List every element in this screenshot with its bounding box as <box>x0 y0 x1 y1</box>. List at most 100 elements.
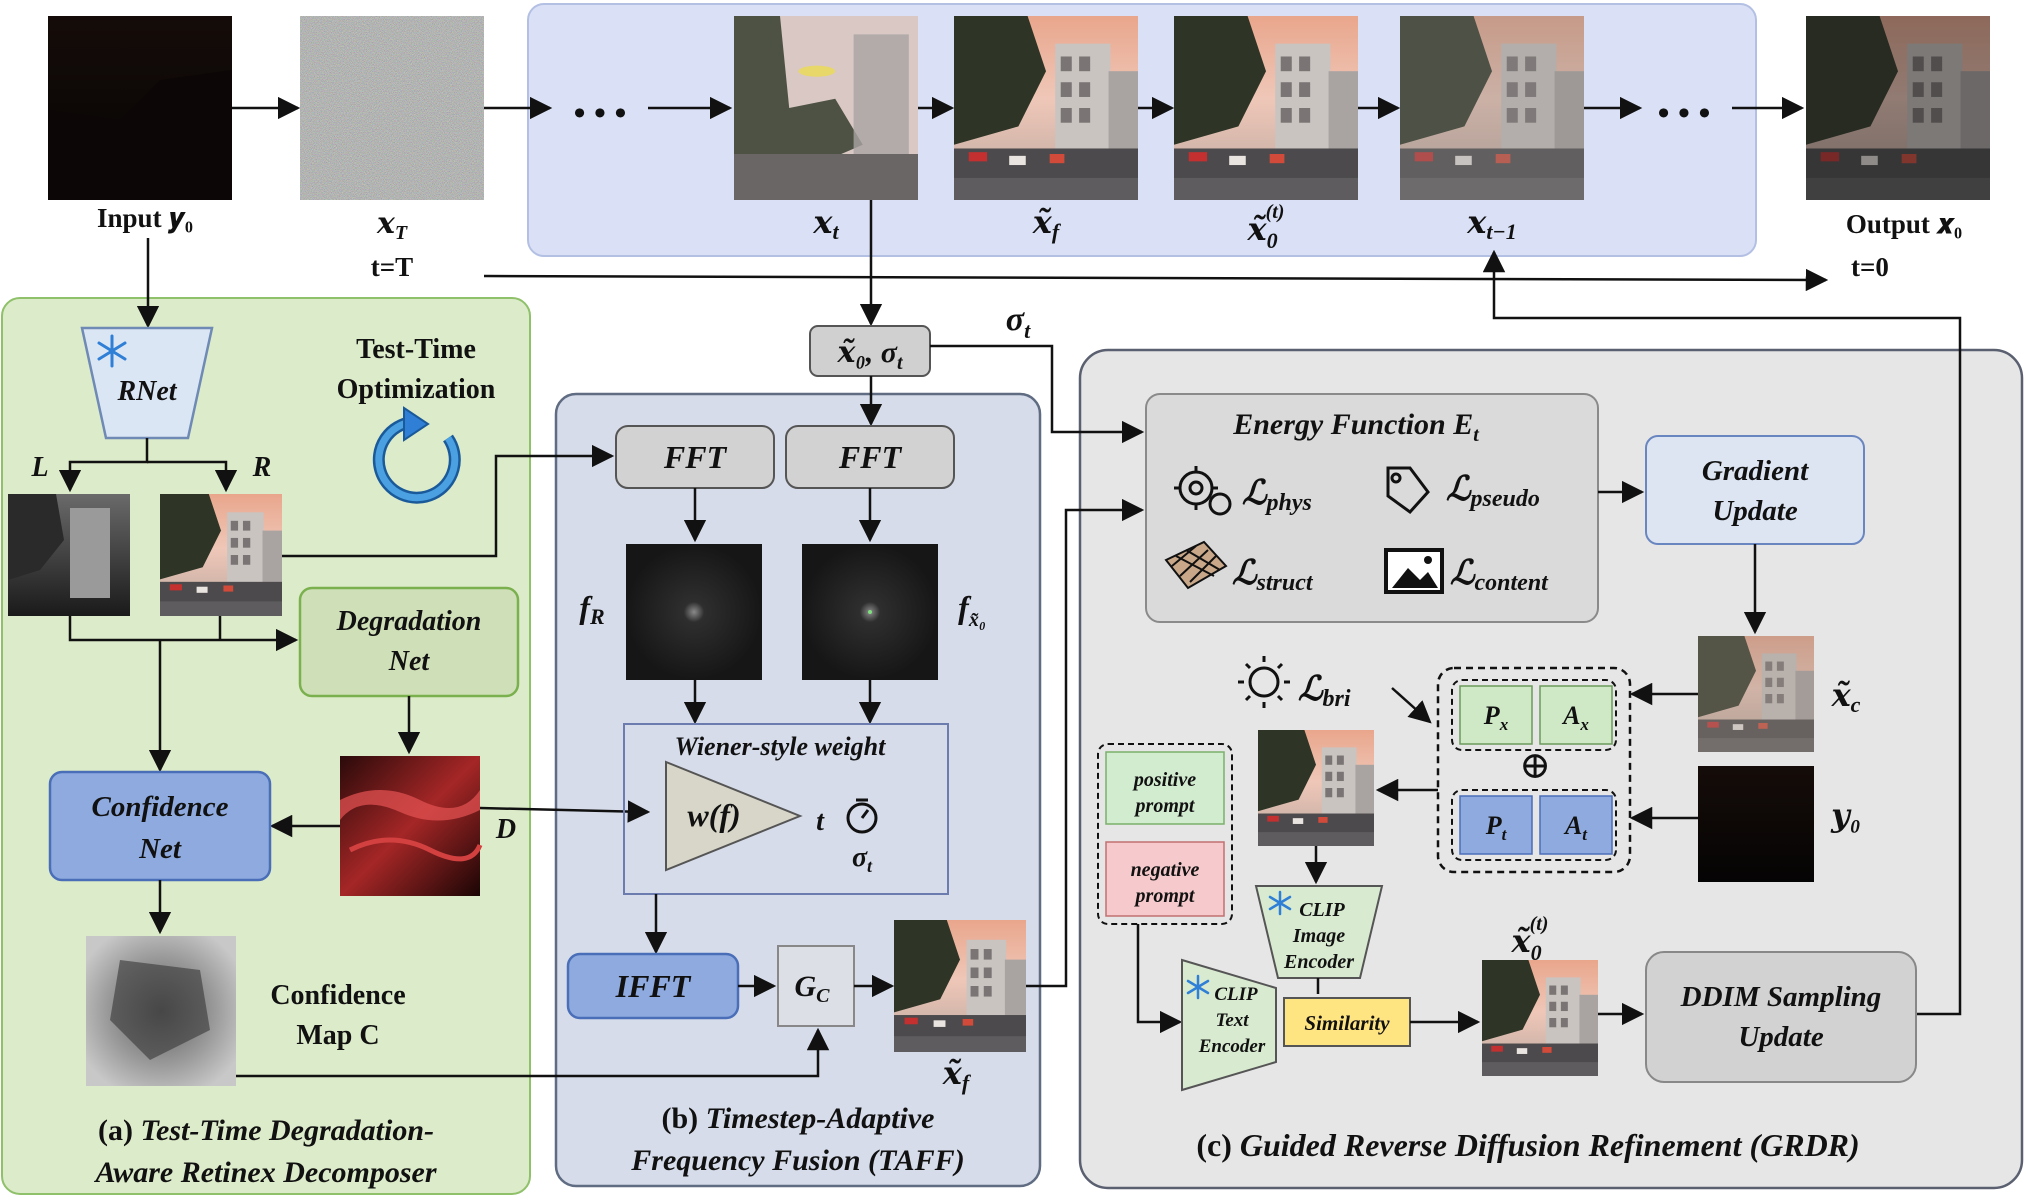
L-label: L <box>30 452 48 483</box>
prompt-group: Px Ax ⊕ Pt At <box>1436 666 1632 874</box>
D-image <box>340 756 483 896</box>
positive-line1: positive <box>1132 769 1196 791</box>
positive-line2: prompt <box>1134 795 1196 817</box>
sun-icon <box>1238 656 1290 708</box>
t0-label: t=0 <box>1851 252 1889 282</box>
gears-icon <box>1174 466 1232 516</box>
x0t-label-top: 𝒙̃0(t) <box>1247 201 1285 253</box>
fR-label: fR <box>579 589 604 629</box>
dots-left: • • • <box>574 95 627 132</box>
degradation-net: Degradation Net <box>298 586 520 698</box>
gradient-line2: Update <box>1712 495 1798 527</box>
ddim-line2: Update <box>1738 1021 1824 1053</box>
panel-a-caption-line2: Aware Retinex Decomposer <box>93 1156 436 1189</box>
xt1-label: 𝒙t−1 <box>1466 204 1517 244</box>
spectrum-fR <box>626 544 762 680</box>
fft-box-1: FFT <box>615 425 775 489</box>
L-image <box>8 494 130 616</box>
prompt-dashed-frame <box>1097 743 1233 925</box>
panel-b-caption-line2: Frequency Fusion (TAFF) <box>630 1144 964 1177</box>
clip-img-line2: Image <box>1292 925 1345 947</box>
degradation-line2: Net <box>388 646 431 677</box>
fft-box-2: FFT <box>785 425 955 489</box>
negative-line2: prompt <box>1134 885 1196 907</box>
xt-label: 𝒙t <box>812 204 839 244</box>
tag-icon <box>1386 466 1430 515</box>
fft-1-label: FFT <box>663 439 728 475</box>
similarity-label: Similarity <box>1304 1011 1390 1035</box>
x0t-image-panel-c <box>1482 960 1598 1076</box>
ax-label: Ax <box>1561 701 1589 734</box>
panel-a-caption-line1: (a) Test-Time Degradation- <box>98 1114 434 1147</box>
oplus-label: ⊕ <box>1519 745 1551 787</box>
xf-image-top <box>954 16 1138 200</box>
wiener-sigma-label: σt <box>852 842 873 876</box>
tto-line1: Test-Time <box>356 334 476 365</box>
noise-image-xT <box>300 16 484 200</box>
confidence-net: Confidence Net <box>48 770 272 882</box>
confidence-line1: Confidence <box>92 791 229 823</box>
panel-b <box>554 392 1042 1188</box>
y0-image <box>1698 766 1814 882</box>
fx0-label: fx̃₀ <box>958 589 986 631</box>
rnet-label: RNet <box>116 376 177 407</box>
snowflake-icon <box>1268 890 1292 916</box>
clip-img-line3: Encoder <box>1283 951 1354 973</box>
rnet-block: RNet <box>80 326 214 440</box>
cmap-line2: Map C <box>296 1020 379 1051</box>
tto-line2: Optimization <box>337 374 496 405</box>
snowflake-icon <box>1186 974 1210 1000</box>
dots-right: • • • <box>1658 95 1711 132</box>
guided-image <box>1258 730 1374 846</box>
l-content: ℒcontent <box>1450 555 1549 596</box>
l-pseudo: ℒpseudo <box>1446 471 1540 512</box>
energy-title: Energy Function Et <box>1232 408 1480 446</box>
similarity-box: Similarity <box>1283 997 1411 1047</box>
positive-prompt-box: positive prompt <box>1105 751 1225 825</box>
energy-function-box: Energy Function Et ℒphys ℒpseudo ℒstruct… <box>1145 393 1599 623</box>
tT-label: t=T <box>371 252 413 282</box>
negative-line1: negative <box>1131 859 1200 881</box>
panel-a <box>1 297 531 1195</box>
wiener-title: Wiener-style weight <box>675 732 886 761</box>
xf-label-panel-b: 𝒙̃f <box>942 1055 972 1095</box>
xf-image-panel-b <box>894 920 1026 1052</box>
R-image <box>160 494 282 616</box>
clip-txt-line2: Text <box>1215 1010 1249 1031</box>
x0t-label-panel-c: 𝒙̃0(t) <box>1511 913 1549 965</box>
pt-label: Pt <box>1485 811 1508 844</box>
image-icon <box>1384 548 1444 594</box>
clip-img-line1: CLIP <box>1299 899 1345 921</box>
xt1-image <box>1400 16 1584 200</box>
panel-b-caption-line1: (b) Timestep-Adaptive <box>662 1102 935 1135</box>
snowflake-icon <box>97 334 127 368</box>
input-image <box>48 16 232 200</box>
y0-label: 𝒚₀ <box>1830 797 1861 833</box>
xc-label: 𝒙̃c <box>1831 677 1861 717</box>
ddim-box: DDIM Sampling Update <box>1645 951 1917 1083</box>
at-label: At <box>1563 811 1588 844</box>
xf-label-top: 𝒙̃f <box>1032 204 1062 244</box>
x0t-image-top <box>1174 16 1358 200</box>
ddim-line1: DDIM Sampling <box>1680 981 1882 1013</box>
gradient-line1: Gradient <box>1702 455 1809 487</box>
panel-c-caption: (c) Guided Reverse Diffusion Refinement … <box>1196 1127 1859 1163</box>
input-label: Input 𝒚₀ <box>97 203 193 234</box>
R-label: R <box>252 452 272 483</box>
gc-label: GC <box>794 970 830 1007</box>
l-struct: ℒstruct <box>1232 555 1314 596</box>
clip-txt-line3: Encoder <box>1198 1036 1266 1057</box>
wf-label: w(f) <box>687 797 740 833</box>
ifft-label: IFFT <box>615 968 692 1004</box>
degradation-line1: Degradation <box>336 606 482 637</box>
clip-txt-line1: CLIP <box>1214 984 1258 1005</box>
refresh-icon <box>372 406 461 504</box>
clip-image-encoder: CLIP Image Encoder <box>1254 885 1384 979</box>
output-label: Output 𝒙₀ <box>1846 209 1962 239</box>
x0-sigma-label: 𝒙̃₀, σt <box>836 336 904 374</box>
timer-icon <box>846 798 878 834</box>
xt-image <box>734 16 918 200</box>
negative-prompt-box: negative prompt <box>1105 841 1225 917</box>
